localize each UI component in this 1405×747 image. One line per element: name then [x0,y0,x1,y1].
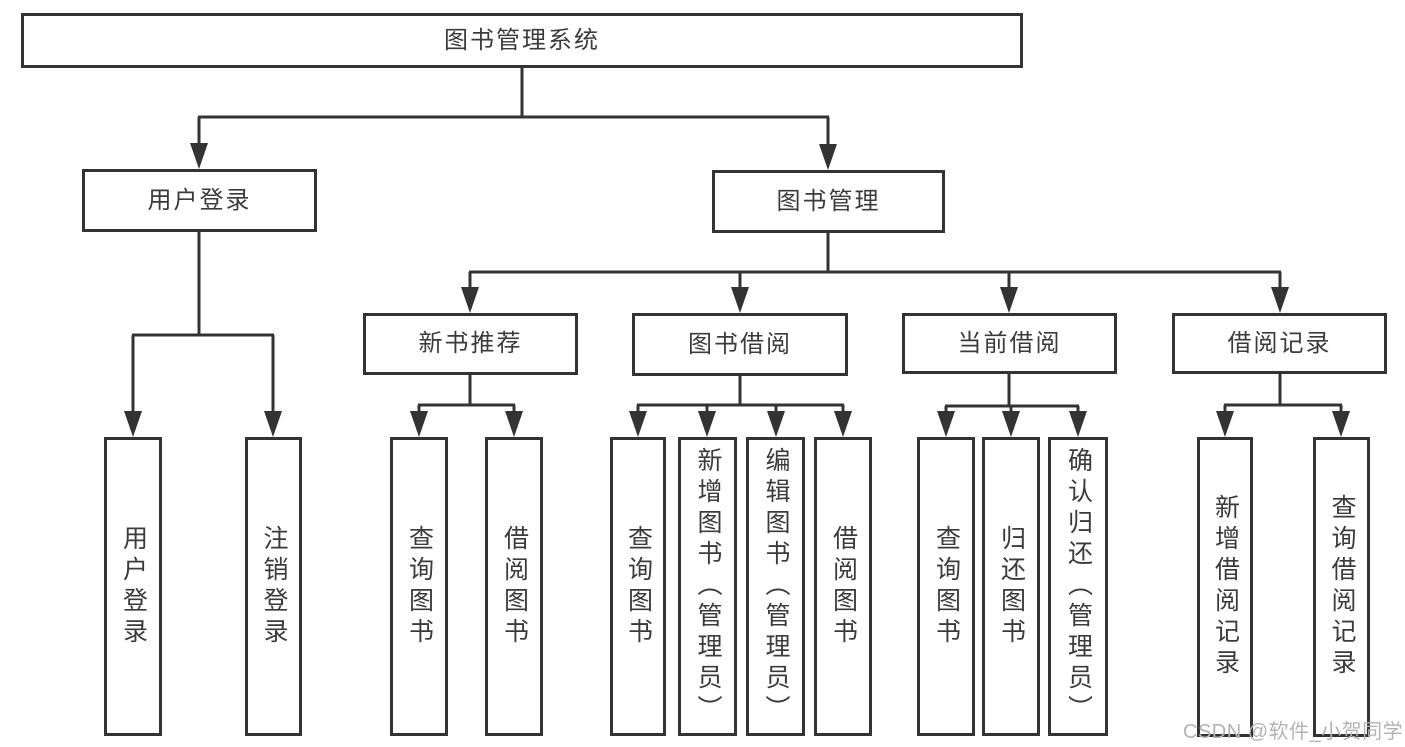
leaf-add-borrow-record: 新增借阅记录 [1197,437,1253,737]
leaf-query-borrow-record: 查询借阅记录 [1313,437,1370,737]
leaf-query-book-2: 查询图书 [610,437,666,736]
watermark: CSDN @软件_小贺同学 [1183,721,1404,743]
leaf-add-book-admin: 新增图书（管理员） [678,437,737,736]
node-new-book-recommend: 新书推荐 [363,313,578,375]
node-root: 图书管理系统 [21,13,1023,68]
node-book-management: 图书管理 [712,170,945,233]
leaf-borrow-book-2: 借阅图书 [814,437,872,736]
node-current-borrow: 当前借阅 [902,313,1117,374]
leaf-query-book-3: 查询图书 [917,437,975,736]
leaf-edit-book-admin: 编辑图书（管理员） [746,437,805,736]
leaf-borrow-book-1: 借阅图书 [485,437,543,736]
node-user-login: 用户登录 [82,169,317,232]
leaf-confirm-return-admin: 确认归还（管理员） [1048,437,1108,736]
leaf-logout: 注销登录 [245,437,302,736]
leaf-return-book: 归还图书 [982,437,1040,736]
leaf-user-login: 用户登录 [104,437,162,736]
node-borrow-records: 借阅记录 [1172,313,1387,374]
node-book-borrow: 图书借阅 [632,313,848,376]
leaf-query-book-1: 查询图书 [390,437,448,736]
